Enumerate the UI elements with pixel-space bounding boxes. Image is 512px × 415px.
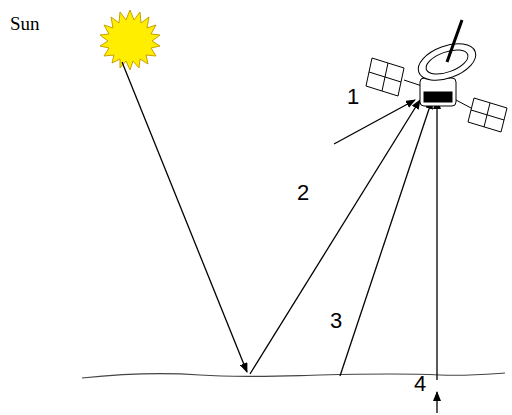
ground-line: [82, 373, 505, 378]
callout-number: 3: [330, 310, 342, 332]
sun-label: Sun: [10, 14, 40, 33]
satellite-symbol: [366, 20, 507, 132]
callout-number: 2: [297, 182, 309, 204]
callout-number: 1: [347, 86, 359, 108]
callout-number: 4: [414, 373, 426, 395]
sun-symbol: [100, 10, 160, 70]
radiation-arrows: [122, 62, 437, 413]
